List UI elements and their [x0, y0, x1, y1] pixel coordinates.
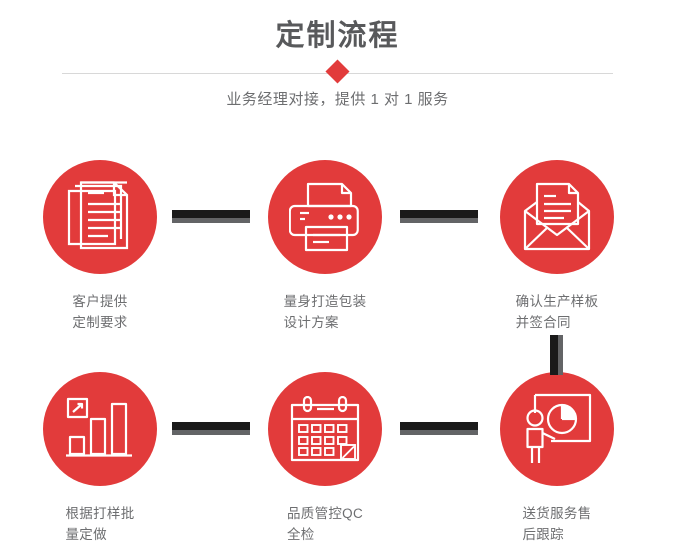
- flow-step-2[interactable]: 量身打造包装 设计方案: [245, 160, 405, 333]
- envelope-letter-icon: [523, 182, 591, 251]
- connector-shadow: [400, 218, 478, 223]
- connector-shadow: [172, 430, 250, 435]
- flow-step-4[interactable]: 根据打样批 量定做: [20, 372, 180, 545]
- connector-shadow: [400, 430, 478, 435]
- bar-chart-growth-icon: [66, 397, 132, 457]
- step-2-label-text: 量身打造包装 设计方案: [283, 294, 367, 330]
- documents-stack-icon: [67, 181, 129, 250]
- calendar-check-icon: [290, 396, 360, 462]
- step-2-icon-badge: [268, 160, 382, 274]
- flow-step-3[interactable]: 确认生产样板 并签合同: [477, 160, 637, 333]
- step-5-label-text: 品质管控QC 全检: [286, 506, 364, 542]
- step-3-label-text: 确认生产样板 并签合同: [515, 294, 599, 330]
- connector-step3-step6: [550, 335, 563, 375]
- step-3-icon-badge: [500, 160, 614, 274]
- presentation-person-piechart-icon: [526, 393, 592, 463]
- step-1-icon-badge: [43, 160, 157, 274]
- step-4-icon-badge: [43, 372, 157, 486]
- step-4-label-text: 根据打样批 量定做: [65, 506, 135, 542]
- connector-bar: [550, 335, 558, 375]
- step-5-label: 品质管控QC 全检: [245, 503, 405, 545]
- step-6-icon-badge: [500, 372, 614, 486]
- step-1-label-text: 客户提供 定制要求: [72, 294, 128, 330]
- process-flow-diagram: 客户提供 定制要求: [0, 130, 675, 550]
- printer-icon: [289, 182, 359, 252]
- flow-step-5[interactable]: 品质管控QC 全检: [245, 372, 405, 545]
- step-5-icon-badge: [268, 372, 382, 486]
- step-2-label: 量身打造包装 设计方案: [245, 291, 405, 333]
- connector-bar: [172, 210, 250, 218]
- step-6-label: 送货服务售 后跟踪: [477, 503, 637, 545]
- connector-step1-step2: [172, 210, 250, 223]
- connector-bar: [172, 422, 250, 430]
- flow-step-6[interactable]: 送货服务售 后跟踪: [477, 372, 637, 545]
- connector-step5-step6: [400, 422, 478, 435]
- page-subtitle: 业务经理对接，提供 1 对 1 服务: [226, 91, 449, 108]
- step-4-label: 根据打样批 量定做: [20, 503, 180, 545]
- step-1-label: 客户提供 定制要求: [20, 291, 180, 333]
- step-6-label-text: 送货服务售 后跟踪: [522, 506, 592, 542]
- connector-shadow: [172, 218, 250, 223]
- connector-bar: [400, 422, 478, 430]
- connector-bar: [400, 210, 478, 218]
- step-3-label: 确认生产样板 并签合同: [477, 291, 637, 333]
- printer-indicator-dots: [328, 214, 352, 220]
- diamond-marker-icon: [325, 59, 350, 84]
- page-title: 定制流程: [275, 20, 400, 52]
- connector-step4-step5: [172, 422, 250, 435]
- flow-step-1[interactable]: 客户提供 定制要求: [20, 160, 180, 333]
- header: 定制流程 业务经理对接，提供 1 对 1 服务: [0, 0, 675, 130]
- connector-shadow: [558, 335, 563, 375]
- connector-step2-step3: [400, 210, 478, 223]
